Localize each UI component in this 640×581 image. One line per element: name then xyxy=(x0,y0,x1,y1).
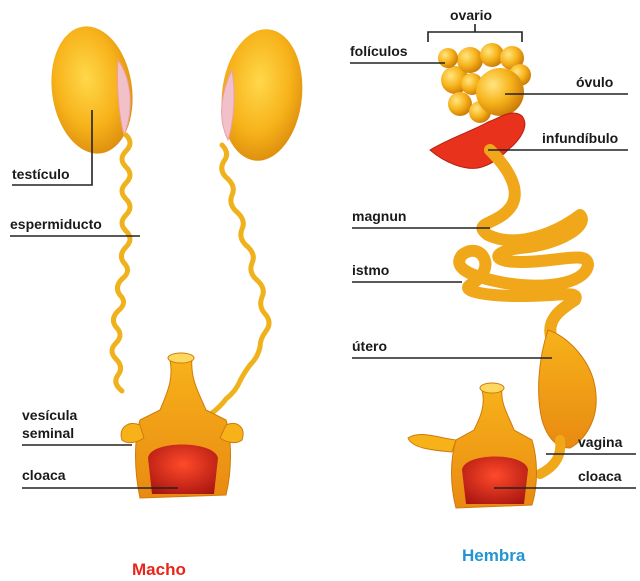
label-vagina: vagina xyxy=(578,434,622,450)
label-cloaca-female: cloaca xyxy=(578,468,622,484)
female-cloaca-side-left xyxy=(408,435,456,452)
label-foliculos: folículos xyxy=(350,43,408,59)
label-espermiducto: espermiducto xyxy=(10,216,102,232)
left-sperm-duct xyxy=(112,135,130,391)
female-diagram xyxy=(408,43,596,508)
label-cloaca-male: cloaca xyxy=(22,467,66,483)
uterus xyxy=(539,330,597,448)
female-cloaca-neck xyxy=(480,383,504,393)
label-magnun: magnun xyxy=(352,208,406,224)
male-cloaca-neck xyxy=(168,353,194,363)
label-istmo: istmo xyxy=(352,262,389,278)
label-vesicula-line1: vesícula xyxy=(22,407,77,423)
label-infundibulo: infundíbulo xyxy=(542,130,618,146)
title-hembra: Hembra xyxy=(462,546,525,566)
oviduct xyxy=(459,150,588,340)
label-ovario: ovario xyxy=(450,7,492,23)
right-sperm-duct xyxy=(212,145,269,413)
label-testiculo: testículo xyxy=(12,166,70,182)
title-macho: Macho xyxy=(132,560,186,580)
label-vesicula-line2: seminal xyxy=(22,425,74,441)
vagina xyxy=(540,440,560,474)
male-cloaca-interior xyxy=(148,445,218,495)
male-seminal-vesicle-left xyxy=(121,423,144,442)
male-diagram xyxy=(43,21,308,498)
line-ovario-bracket xyxy=(428,32,522,42)
label-ovulo: óvulo xyxy=(576,74,613,90)
female-cloaca-interior xyxy=(462,457,528,505)
ovulo-ball xyxy=(476,68,524,116)
label-utero: útero xyxy=(352,338,387,354)
ovary-cluster xyxy=(438,43,531,123)
